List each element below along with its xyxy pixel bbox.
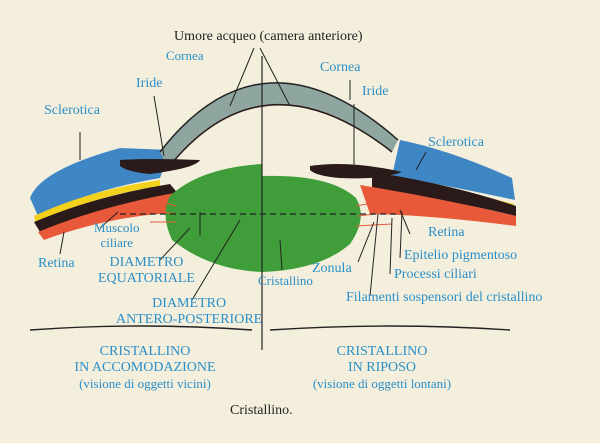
sclera-right bbox=[392, 140, 515, 200]
label-diametro-equatoriale: DIAMETRO EQUATORIALE bbox=[98, 256, 195, 286]
lens bbox=[165, 164, 262, 272]
section-left-title1: CRISTALLINO bbox=[99, 344, 191, 359]
separator-right bbox=[269, 325, 511, 331]
cornea bbox=[160, 82, 398, 168]
retina-left-band bbox=[34, 180, 160, 224]
section-left-title2: IN ACCOMODAZIONE bbox=[74, 360, 216, 375]
label-iride-right: Iride bbox=[362, 84, 389, 99]
label-iride-left: Iride bbox=[136, 76, 163, 91]
label-cornea-left: Cornea bbox=[166, 48, 204, 63]
section-right-title2: IN RIPOSO bbox=[347, 360, 417, 375]
section-right-subtitle: (visione di oggetti lontani) bbox=[312, 376, 452, 391]
label-retina-right: Retina bbox=[428, 225, 465, 240]
label-cornea-right: Cornea bbox=[320, 60, 361, 75]
label-muscolo-line2: ciliare bbox=[100, 235, 133, 250]
label-sclerotica-right: Sclerotica bbox=[428, 135, 484, 150]
zonule-fibres bbox=[149, 197, 393, 227]
label-sclerotica-left: Sclerotica bbox=[44, 103, 100, 118]
label-filamenti: Filamenti sospensori del cristallino bbox=[346, 290, 543, 305]
figure-caption: Cristallino. bbox=[230, 403, 293, 418]
label-cristallino: Cristallino bbox=[258, 273, 313, 288]
label-processi: Processi ciliari bbox=[394, 267, 477, 282]
iris-left bbox=[120, 159, 200, 174]
section-right: CRISTALLINO IN RIPOSO (visione di oggett… bbox=[282, 344, 482, 391]
label-diametro-ap: DIAMETRO ANTERO-POSTERIORE bbox=[116, 297, 262, 327]
label-muscolo-line1: Muscolo bbox=[94, 220, 140, 235]
section-left-subtitle: (visione di oggetti vicini) bbox=[79, 376, 211, 391]
separator-left bbox=[29, 325, 253, 331]
label-umore-acqueo: Umore acqueo (camera anteriore) bbox=[174, 29, 363, 44]
label-retina-left: Retina bbox=[38, 256, 75, 271]
section-left: CRISTALLINO IN ACCOMODAZIONE (visione di… bbox=[40, 344, 250, 391]
section-right-title1: CRISTALLINO bbox=[336, 344, 428, 359]
label-dap-line2: ANTERO-POSTERIORE bbox=[116, 312, 263, 327]
ciliary-left bbox=[38, 192, 200, 240]
label-dap-line1: DIAMETRO bbox=[152, 296, 227, 311]
leader-lines bbox=[59, 47, 427, 301]
label-zonula: Zonula bbox=[312, 261, 352, 276]
lens-right-half bbox=[262, 175, 361, 272]
choroid-right bbox=[372, 172, 516, 216]
label-de-line2: EQUATORIALE bbox=[98, 271, 195, 286]
label-de-line1: DIAMETRO bbox=[109, 255, 184, 270]
iris-right bbox=[310, 164, 402, 179]
ciliary-right bbox=[360, 185, 516, 226]
label-epitelio: Epitelio pigmentoso bbox=[404, 248, 518, 263]
label-muscolo-ciliare: Muscolo ciliare bbox=[94, 221, 140, 249]
